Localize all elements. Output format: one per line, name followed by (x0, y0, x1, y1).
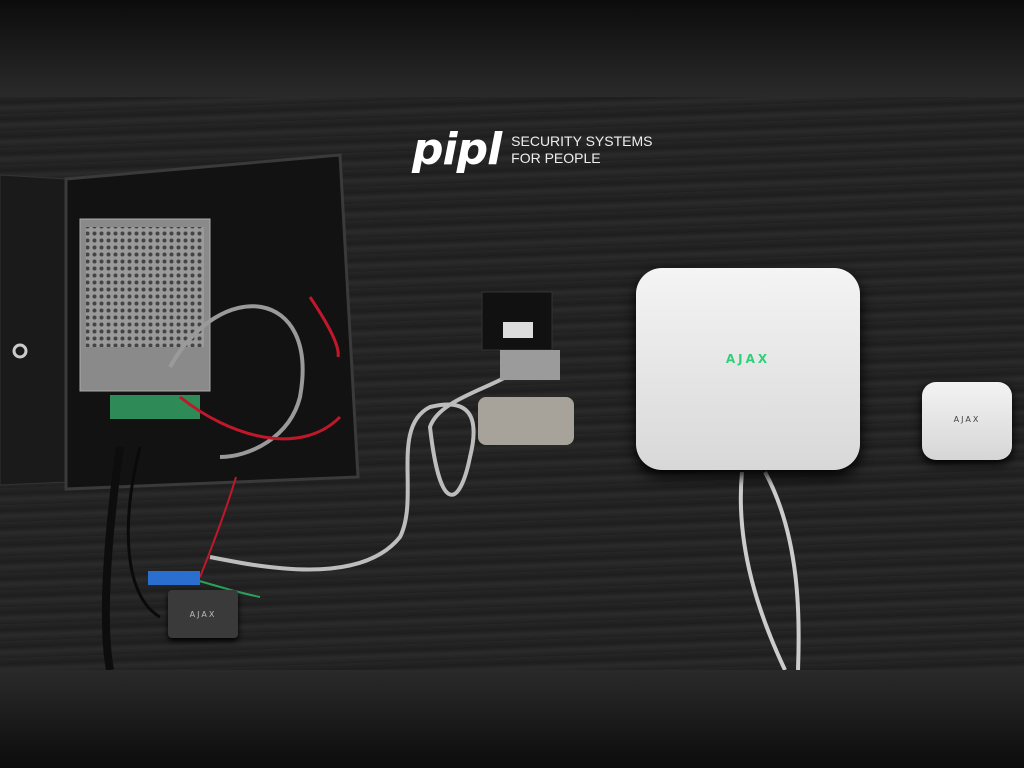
black-cable (101, 446, 124, 670)
ring-terminal (12, 343, 28, 359)
wiring-scene (0, 153, 801, 670)
sensor-logo: AJAX (953, 415, 981, 424)
bottom-dark-band (0, 670, 1024, 768)
terminal-block (110, 395, 200, 419)
logo-mark: pipl (412, 124, 502, 175)
black-wire (126, 446, 161, 619)
ajax-relay-module: AJAX (168, 590, 238, 638)
hub-cable-2 (763, 471, 801, 670)
valve-actuator (481, 291, 553, 351)
red-wire-2 (308, 296, 340, 358)
module-logo: AJAX (189, 610, 217, 619)
valve-label (503, 322, 533, 338)
grey-cable (168, 304, 305, 459)
top-dark-band (0, 0, 1024, 97)
pipl-logo: pipl SECURITY SYSTEMS FOR PEOPLE (412, 128, 652, 172)
ajax-hub: AJAX (636, 268, 860, 470)
logo-tagline: SECURITY SYSTEMS FOR PEOPLE (511, 133, 652, 167)
tagline-line-2: FOR PEOPLE (511, 150, 601, 166)
valve-cable (209, 365, 522, 572)
hub-logo: AJAX (725, 352, 771, 366)
power-supply-mesh (86, 227, 204, 347)
module-terminal-blue (148, 571, 200, 585)
tagline-line-1: SECURITY SYSTEMS (511, 133, 653, 149)
ajax-leak-sensor: AJAX (922, 382, 1012, 460)
red-wire (179, 395, 342, 441)
module-wire-red (199, 476, 237, 578)
valve-coupling (500, 350, 560, 380)
ball-valve-body (478, 397, 574, 445)
hub-cable-1 (738, 471, 787, 670)
enclosure-lid (0, 174, 67, 486)
